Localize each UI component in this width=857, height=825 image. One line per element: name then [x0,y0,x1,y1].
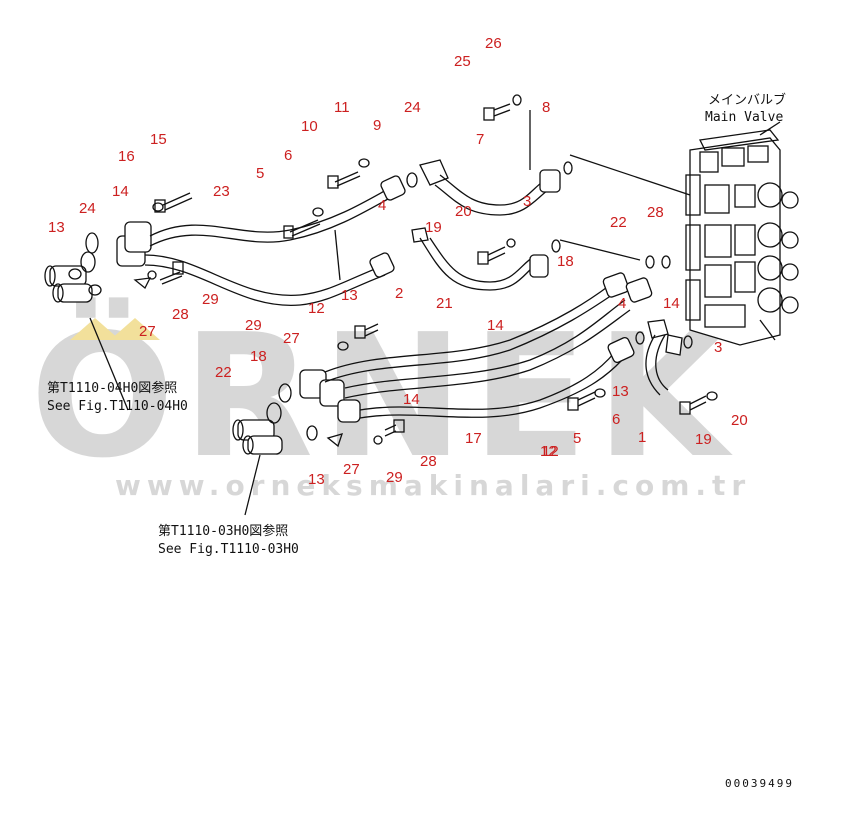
part-label-16: 16 [118,148,135,165]
part-label-9: 9 [373,117,381,134]
watermark-accent-shape-2 [110,318,160,340]
part-label-13: 13 [48,219,65,236]
part-label-19: 19 [695,431,712,448]
part-label-11: 11 [334,99,350,116]
watermark: ÖRNEK www.orneksmakinalari.com.tr [30,297,751,502]
part-label-13: 13 [612,383,629,400]
main-valve-label-jp: メインバルブ [708,92,786,108]
reference-lower-jp: 第T1110-03H0図参照 [158,523,288,539]
reference-upper-jp: 第T1110-04H0図参照 [47,380,177,396]
part-label-6: 6 [612,411,620,428]
part-label-10: 10 [301,118,318,135]
left-lower-flange [232,383,318,455]
part-label-4: 4 [618,295,626,312]
part-label-24: 24 [404,99,421,116]
part-label-27: 27 [283,330,300,347]
part-label-14: 14 [663,295,680,312]
main-valve-callout: メインバルブ Main Valve [705,92,786,125]
part-label-25: 25 [454,53,471,70]
part-label-13: 13 [341,287,358,304]
part-label-14: 14 [112,183,129,200]
part-label-28: 28 [172,306,189,323]
leader-lines [89,121,781,516]
part-label-4: 4 [378,197,386,214]
part-label-7: 7 [476,131,484,148]
tube-2-group [411,227,641,291]
drawing-number: 00039499 [725,777,794,790]
reference-lower-en: See Fig.T1110-03H0 [158,542,299,557]
hose-23-12-group [116,175,406,306]
main-valve-block [685,129,799,346]
left-upper-flange [44,232,102,303]
hydraulic-hoses-drawing [44,94,799,516]
part-label-3: 3 [714,339,722,356]
part-label-12: 12 [542,443,559,460]
hose-7-group [406,154,691,216]
part-label-28: 28 [647,204,664,221]
part-label-28: 28 [420,453,437,470]
part-label-19: 19 [425,219,442,236]
part-label-12: 12 [308,300,325,317]
part-label-5: 5 [256,165,264,182]
part-label-29: 29 [245,317,262,334]
reference-upper: 第T1110-04H0図参照 See Fig.T1110-04H0 [47,380,188,414]
part-label-3: 3 [523,193,531,210]
part-label-20: 20 [731,412,748,429]
part-label-12: 12 [540,443,557,460]
part-label-27: 27 [343,461,360,478]
part-label-18: 18 [250,348,267,365]
reference-lower: 第T1110-03H0図参照 See Fig.T1110-03H0 [158,523,299,557]
part-label-15: 15 [150,131,167,148]
watermark-url: www.orneksmakinalari.com.tr [115,469,751,502]
part-label-24: 24 [79,200,96,217]
part-label-22: 22 [215,364,232,381]
part-label-18: 18 [557,253,574,270]
part-label-20: 20 [455,203,472,220]
reference-upper-en: See Fig.T1110-04H0 [47,399,188,414]
part-label-8: 8 [542,99,550,116]
part-label-2: 2 [395,285,403,302]
part-label-22: 22 [610,214,627,231]
part-label-13: 13 [308,471,325,488]
part-label-27: 27 [139,323,156,340]
tube-1-group [567,255,718,415]
part-label-14: 14 [487,317,504,334]
part-label-26: 26 [485,35,502,52]
part-label-1: 1 [638,429,646,446]
part-label-29: 29 [386,469,403,486]
part-label-17: 17 [465,430,482,447]
bolts-upper-left [133,158,370,290]
part-label-29: 29 [202,291,219,308]
part-label-14: 14 [403,391,420,408]
bolt-25-26 [483,94,531,170]
part-label-23: 23 [213,183,230,200]
part-label-6: 6 [284,147,292,164]
part-label-21: 21 [436,295,453,312]
main-valve-label-en: Main Valve [705,110,783,125]
hose-21-17-12-group [299,272,653,448]
part-label-5: 5 [573,430,581,447]
